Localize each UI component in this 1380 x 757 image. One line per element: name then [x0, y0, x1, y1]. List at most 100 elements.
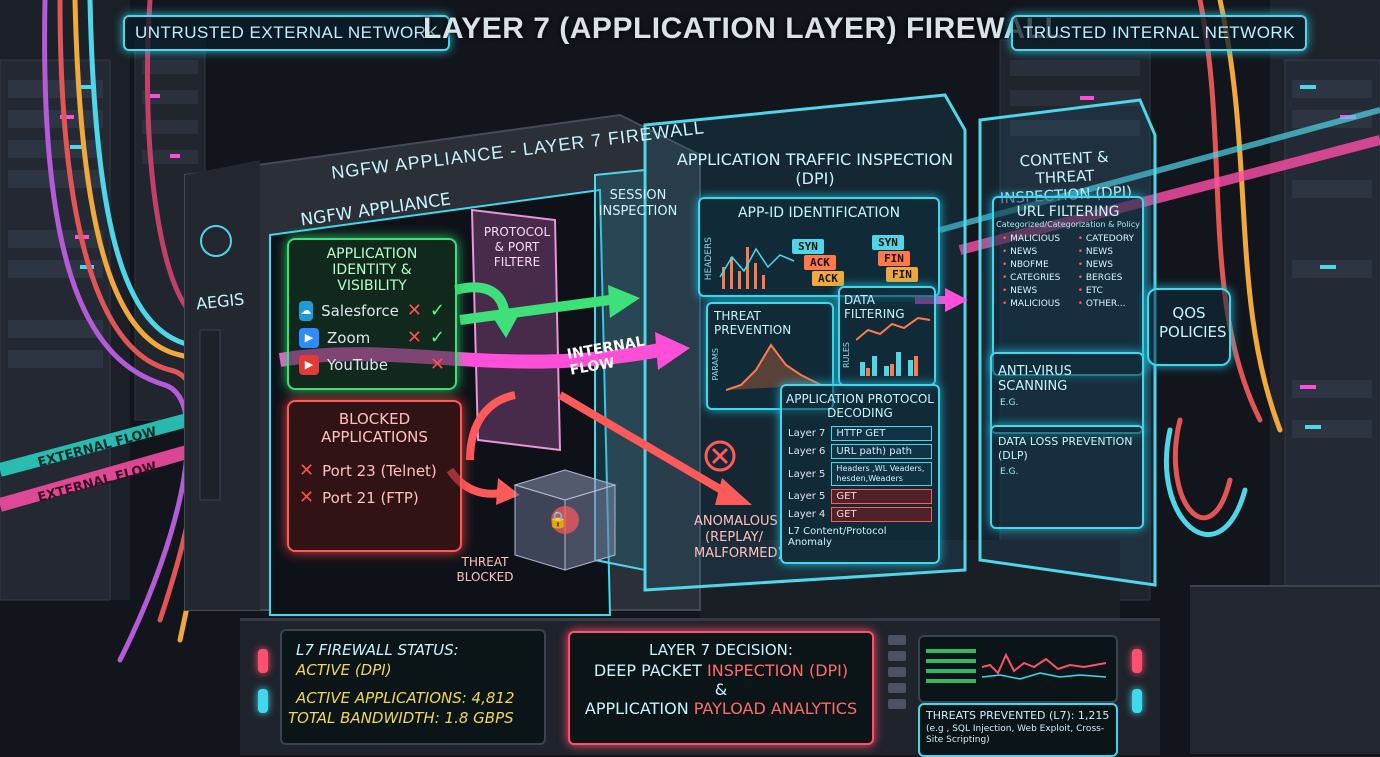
status-screen: L7 FIREWALL STATUS: ACTIVE (DPI) ACTIVE … — [280, 629, 546, 745]
threat-blocked-label: THREAT BLOCKED — [456, 555, 514, 584]
globe-icon — [200, 225, 232, 257]
layer-label: Layer 4 — [788, 509, 826, 520]
packet-chip: ACK — [804, 255, 836, 270]
control-console: L7 FIREWALL STATUS: ACTIVE (DPI) ACTIVE … — [240, 618, 1160, 757]
dlp-panel: DATA LOSS PREVENTION (DLP) E.G. — [990, 425, 1144, 529]
untrusted-network-label: Untrusted External Network — [123, 15, 451, 51]
status-label: L7 FIREWALL STATUS: — [296, 641, 459, 659]
deny-icon: ✕ — [299, 460, 315, 481]
threats-detail: (e.g , SQL Injection, Web Exploit, Cross… — [926, 724, 1105, 745]
deny-icon: ✕ — [406, 300, 422, 321]
decision-ampersand: & — [714, 680, 728, 699]
zoom-icon: ▶ — [299, 327, 319, 348]
blocked-item: Port 23 (Telnet) — [322, 461, 437, 480]
indicator-light — [1132, 689, 1142, 713]
app-name: Salesforce — [321, 301, 399, 320]
deny-icon: ✕ — [429, 354, 445, 375]
layer-label: Layer 5 — [788, 491, 826, 502]
app-identity-panel: APPLICATION IDENTITY & VISIBILITY ☁ Sale… — [287, 238, 457, 390]
indicator-light — [258, 689, 268, 713]
url-categories-col2: • CATEDORY• NEWS• NEWS• BERGES• ETC• OTH… — [1078, 233, 1134, 311]
deny-icon: ✕ — [406, 327, 422, 348]
dpi-title: APPLICATION TRAFFIC INSPECTION (DPI) — [676, 150, 954, 188]
layer-value: Headers ,WL Veaders, hesden,Weaders — [831, 462, 932, 486]
url-filtering-sub: Categorized/Categorization & Policy — [996, 220, 1140, 229]
packet-chip: ACK — [812, 271, 844, 286]
console-button[interactable] — [888, 635, 906, 645]
params-label: PARAMS — [711, 348, 720, 381]
data-filtering-panel: DATA FILTERING RULES — [838, 286, 936, 386]
threats-prevented: THREATS PREVENTED (L7): 1,215 — [926, 709, 1110, 722]
layer-value: GET — [831, 489, 932, 504]
anomaly-label: L7 Content/Protocol Anomaly — [788, 526, 887, 548]
layer-label: Layer 5 — [788, 468, 826, 480]
url-category-item: • CATEGRIES — [1002, 273, 1061, 283]
url-category-item: • MALICIOUS — [1002, 234, 1061, 244]
blocked-apps-panel: BLOCKED APPLICATIONS ✕ Port 23 (Telnet) … — [287, 400, 462, 552]
blocked-row[interactable]: ✕ Port 21 (FTP) — [299, 487, 450, 508]
decision-line-1: DEEP PACKET INSPECTION (DPI) — [593, 661, 849, 680]
headers-label: HEADERS — [704, 237, 714, 281]
protocol-decoding-title: APPLICATION PROTOCOL DECODING — [786, 392, 934, 420]
antivirus-panel: ANTI-VIRUS SCANNING E.G. — [990, 352, 1144, 434]
layer-value: GET — [831, 507, 932, 522]
antivirus-title: ANTI-VIRUS SCANNING — [998, 364, 1072, 394]
console-button[interactable] — [888, 651, 906, 661]
app-row[interactable]: ▶ YouTube ✕ — [299, 354, 445, 375]
packet-chip: SYN — [792, 239, 824, 254]
deny-icon: ✕ — [299, 487, 315, 508]
qos-policies-label: QOS POLICIES — [1159, 304, 1227, 341]
console-button[interactable] — [888, 667, 906, 677]
url-categories-col1: • MALICIOUS• NEWS• NBOFME• CATEGRIES• NE… — [1002, 233, 1060, 311]
packet-chip: SYN — [872, 235, 904, 250]
app-id-panel: APP-ID IDENTIFICATION HEADERS SYN ACK AC… — [698, 197, 940, 297]
allow-icon: ✓ — [429, 327, 445, 348]
qos-policies-panel[interactable]: QOS POLICIES — [1147, 288, 1231, 366]
status-value: ACTIVE (DPI) — [296, 661, 392, 679]
url-category-item: • CATEDORY — [1077, 234, 1134, 244]
data-filtering-title: DATA FILTERING — [844, 293, 905, 321]
url-category-item: • OTHER... — [1077, 299, 1126, 309]
app-name: YouTube — [327, 355, 388, 374]
antivirus-eg: E.G. — [1000, 398, 1019, 408]
allow-icon: ✓ — [429, 300, 445, 321]
layer-label: Layer 7 — [788, 428, 826, 439]
packet-chip: FIN — [878, 251, 910, 266]
app-id-bars — [719, 247, 795, 289]
dlp-title: DATA LOSS PREVENTION (DLP) — [998, 435, 1133, 462]
youtube-icon: ▶ — [299, 354, 319, 375]
packet-chip: FIN — [886, 267, 918, 282]
decision-line-2: APPLICATION PAYLOAD ANALYTICS — [584, 699, 858, 718]
url-category-item: • BERGES — [1077, 273, 1123, 283]
trusted-network-label: Trusted Internal Network — [1011, 15, 1308, 51]
dlp-eg: E.G. — [1000, 467, 1019, 477]
indicator-light — [1132, 649, 1142, 673]
console-button[interactable] — [888, 699, 906, 709]
console-button[interactable] — [888, 683, 906, 693]
threats-screen: THREATS PREVENTED (L7): 1,215 (e.g , SQL… — [918, 703, 1118, 757]
app-row[interactable]: ▶ Zoom ✕ ✓ — [299, 327, 445, 348]
bottom-rack — [1190, 585, 1380, 754]
monitor-screen — [918, 635, 1118, 703]
console-buttons — [888, 635, 906, 735]
url-category-item: • MALICIOUS — [1002, 299, 1061, 309]
data-filter-chart — [856, 316, 931, 376]
total-bandwidth: TOTAL BANDWIDTH: 1.8 GBPS — [288, 709, 514, 727]
protocol-filter-label: PROTOCOL & PORT FILTERE — [483, 225, 551, 269]
lock-icon: 🔒 — [548, 510, 568, 529]
page-title: LAYER 7 (APPLICATION LAYER) FIREWALL — [423, 12, 1064, 45]
url-filtering-panel: URL FILTERING Categorized/Categorization… — [992, 196, 1144, 376]
app-row[interactable]: ☁ Salesforce ✕ ✓ — [299, 300, 445, 321]
rules-label: RULES — [842, 342, 851, 369]
url-category-item: • NEWS — [1002, 247, 1038, 257]
app-name: Zoom — [327, 328, 371, 347]
url-category-item: • ETC — [1077, 286, 1103, 296]
blocked-row[interactable]: ✕ Port 23 (Telnet) — [299, 460, 450, 481]
app-id-title: APP-ID IDENTIFICATION — [737, 205, 901, 221]
app-identity-title: APPLICATION IDENTITY & VISIBILITY — [326, 246, 418, 294]
session-inspection-label: SESSION INSPECTION — [598, 188, 678, 219]
threat-chart — [726, 343, 822, 391]
active-applications: ACTIVE APPLICATIONS: 4,812 — [296, 689, 515, 707]
indicator-light — [258, 649, 268, 673]
